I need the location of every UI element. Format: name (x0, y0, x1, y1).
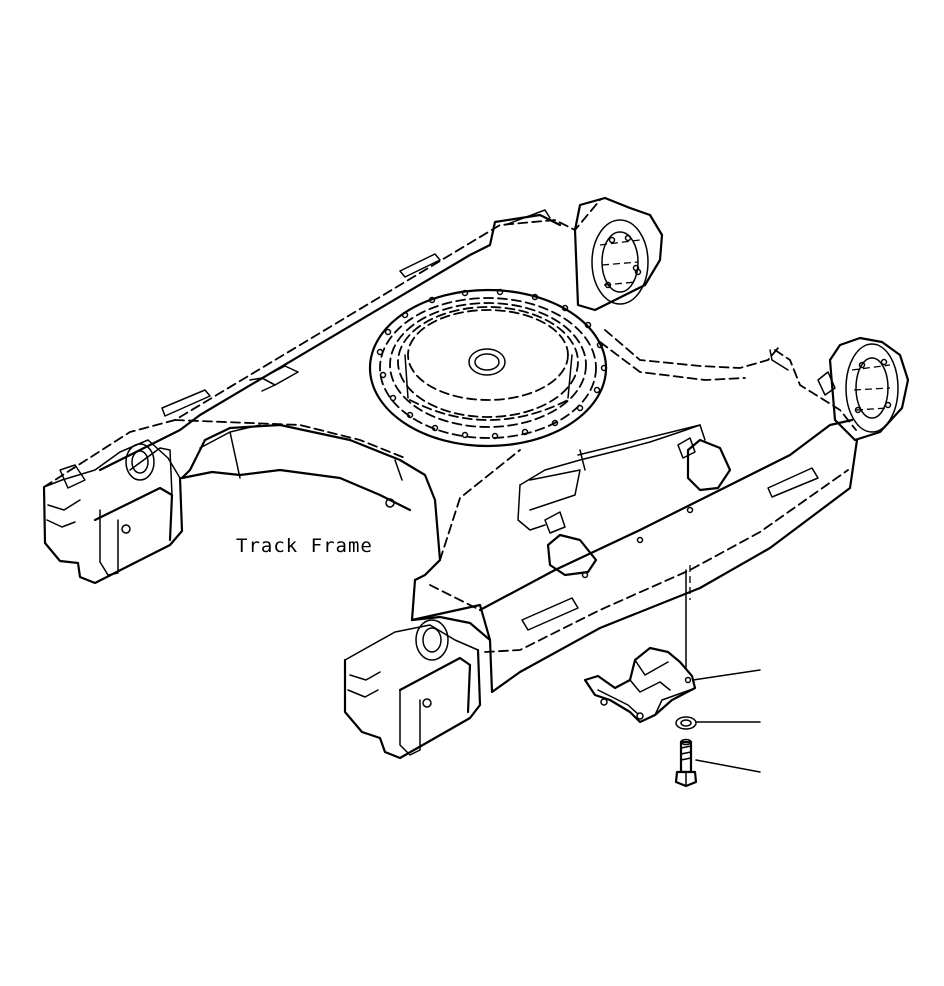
swing-circle (368, 288, 608, 448)
track-frame (42, 196, 910, 760)
guard-bracket (583, 646, 697, 724)
front-idler-yoke-right (817, 336, 910, 442)
left-side-frame (42, 199, 601, 585)
bolt (674, 738, 698, 788)
swing-circle-bolts (376, 288, 608, 440)
washer (675, 716, 697, 730)
rear-idler-yoke-left (573, 196, 664, 312)
parts-callout (583, 565, 761, 788)
track-frame-label: Track Frame (236, 535, 373, 557)
right-side-frame (410, 349, 859, 694)
front-end-yoke (343, 619, 482, 760)
callout-line-bracket (692, 669, 761, 681)
center-frame (174, 329, 779, 582)
callout-line-bolt (695, 759, 761, 773)
